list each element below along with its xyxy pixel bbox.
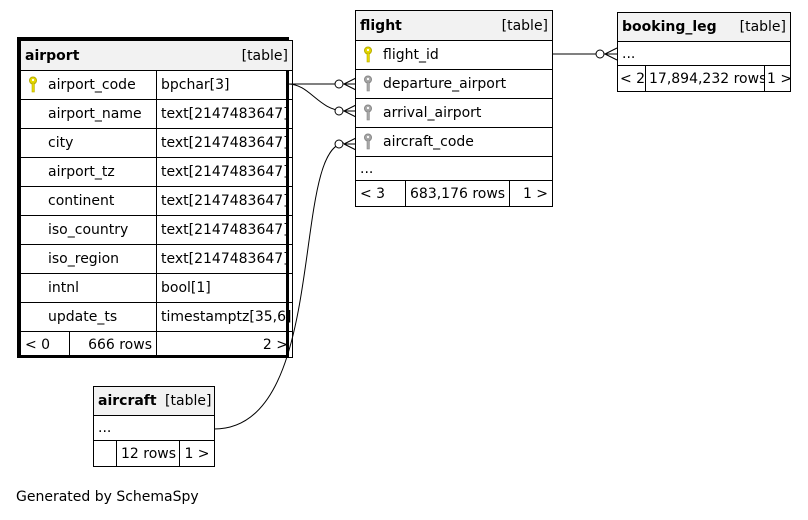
table-name: airport — [25, 47, 80, 64]
table-name: aircraft — [98, 393, 157, 409]
generator-credit: Generated by SchemaSpy — [16, 489, 199, 505]
column-name: continent — [20, 186, 157, 216]
column-row[interactable]: continent text[2147483647] — [20, 186, 293, 216]
column-row[interactable]: iso_country text[2147483647] — [20, 215, 293, 245]
column-row[interactable]: aircraft_code — [354, 127, 554, 157]
column-type: bool[1] — [156, 273, 293, 303]
table-kind: [table] — [165, 393, 212, 409]
column-name: airport_name — [20, 99, 157, 129]
primary-key-icon — [29, 76, 37, 93]
column-row[interactable]: iso_region text[2147483647] — [20, 244, 293, 274]
parents-count[interactable]: < 3 — [355, 180, 406, 207]
column-row[interactable]: airport_code bpchar[3] — [20, 70, 293, 100]
foreign-key-icon — [364, 104, 372, 121]
ellipsis: ... — [93, 415, 215, 441]
column-row[interactable]: airport_name text[2147483647] — [20, 99, 293, 129]
children-count[interactable]: 1 > — [508, 180, 554, 207]
more-columns-row: ... — [616, 41, 792, 66]
column-type: text[2147483647] — [156, 215, 293, 245]
table-footer: < 2 17,894,232 rows 1 > — [617, 65, 792, 92]
row-count: 666 rows — [88, 336, 152, 353]
table-kind: [table] — [739, 19, 787, 35]
foreign-key-icon — [364, 75, 372, 92]
column-type: text[2147483647] — [156, 157, 293, 187]
column-row[interactable]: update_ts timestamptz[35,6] — [20, 302, 293, 332]
column-row[interactable]: arrival_airport — [354, 98, 554, 128]
column-name: iso_country — [20, 215, 157, 245]
column-name: departure_airport — [383, 76, 507, 92]
children-count[interactable]: 2 > — [156, 331, 293, 358]
column-type: bpchar[3] — [156, 70, 293, 100]
crowfoot-aircraft-code — [334, 137, 357, 151]
more-columns-row: ... — [93, 415, 215, 441]
table-footer: < 3 683,176 rows 1 > — [355, 180, 554, 207]
column-type: timestamptz[35,6] — [156, 302, 293, 332]
airport-table-header[interactable]: airport [table] — [20, 40, 293, 71]
column-type: text[2147483647] — [156, 244, 293, 274]
column-name: airport_tz — [20, 157, 157, 187]
ellipsis: ... — [354, 156, 554, 181]
foreign-key-icon — [364, 133, 372, 150]
booking-leg-table[interactable]: booking_leg [table] ... < 2 17,894,232 r… — [616, 12, 792, 92]
children-count[interactable]: 1 > — [179, 440, 215, 467]
row-count: 683,176 rows — [405, 180, 510, 207]
crowfoot-departure — [334, 77, 357, 91]
table-kind: [table] — [501, 17, 549, 34]
column-type: text[2147483647] — [156, 186, 293, 216]
aircraft-table-header[interactable]: aircraft [table] — [93, 386, 215, 416]
column-name: aircraft_code — [383, 134, 474, 150]
crowfoot-booking-leg — [595, 47, 618, 61]
row-count: 12 rows — [116, 440, 180, 467]
column-name: intnl — [20, 273, 157, 303]
column-name: city — [20, 128, 157, 158]
flight-table[interactable]: flight [table] flight_id d — [354, 10, 554, 207]
table-name: flight — [360, 17, 402, 34]
column-row[interactable]: flight_id — [354, 40, 554, 70]
parents-count[interactable]: < 2 — [617, 65, 646, 92]
table-footer: 12 rows 1 > — [93, 440, 215, 467]
table-kind: [table] — [241, 47, 288, 64]
booking-leg-table-header[interactable]: booking_leg [table] — [616, 12, 792, 42]
flight-table-header[interactable]: flight [table] — [354, 10, 554, 41]
column-name: iso_region — [20, 244, 157, 274]
more-columns-row: ... — [354, 156, 554, 181]
children-count[interactable]: 1 > — [763, 65, 792, 92]
airport-table[interactable]: airport [table] airport_code bpchar[3] a… — [17, 37, 293, 358]
crowfoot-arrival — [334, 104, 357, 118]
column-name: arrival_airport — [383, 105, 482, 121]
column-name: flight_id — [383, 47, 439, 63]
row-count: 17,894,232 rows — [645, 65, 765, 92]
column-name: airport_code — [48, 77, 136, 93]
column-row[interactable]: departure_airport — [354, 69, 554, 99]
column-type: text[2147483647] — [156, 128, 293, 158]
parents-count[interactable]: < 0 — [21, 332, 70, 357]
column-row[interactable]: airport_tz text[2147483647] — [20, 157, 293, 187]
column-name: update_ts — [20, 302, 157, 332]
parents-count[interactable] — [93, 440, 117, 467]
column-type: text[2147483647] — [156, 99, 293, 129]
table-footer: < 0 666 rows 2 > — [20, 331, 293, 358]
table-name: booking_leg — [622, 19, 717, 35]
primary-key-icon — [364, 46, 372, 63]
aircraft-table[interactable]: aircraft [table] ... 12 rows 1 > — [93, 386, 215, 467]
column-row[interactable]: city text[2147483647] — [20, 128, 293, 158]
column-row[interactable]: intnl bool[1] — [20, 273, 293, 303]
ellipsis: ... — [616, 41, 792, 66]
